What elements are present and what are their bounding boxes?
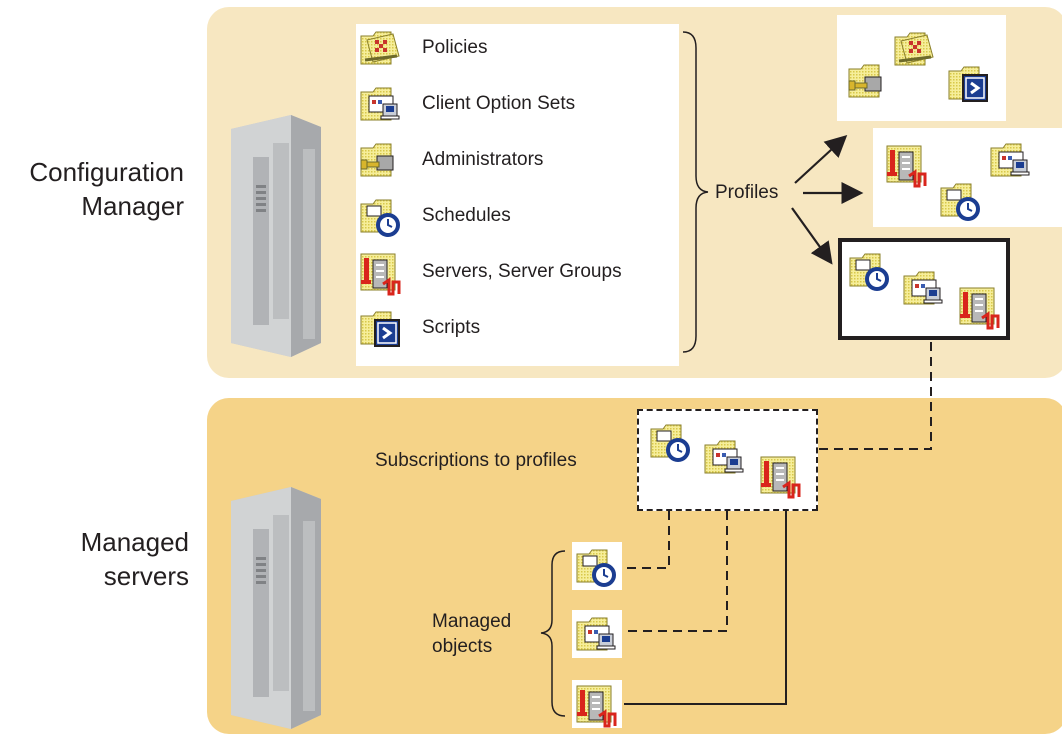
list-item-label: Schedules <box>422 205 511 226</box>
schedules-icon <box>848 248 892 292</box>
scripts-icon <box>947 61 991 105</box>
configuration-manager-label: Configuration Manager <box>29 157 184 221</box>
list-item-label: Policies <box>422 37 488 58</box>
profile-box <box>837 15 1006 121</box>
policies-icon <box>893 27 937 71</box>
subscription-link <box>819 342 932 450</box>
managed-object-link-2 <box>624 511 728 632</box>
list-item-scripts: Scripts <box>359 306 480 350</box>
administrators-icon <box>847 59 891 103</box>
arrow-to-profile-c <box>791 207 833 265</box>
managed-objects-brace <box>540 550 566 717</box>
subscriptions-label: Subscriptions to profiles <box>375 450 577 471</box>
client-option-sets-icon <box>902 266 946 310</box>
list-item-schedules: Schedules <box>359 194 511 238</box>
managed-servers-panel <box>207 398 1062 734</box>
managed-object-client-option-set <box>572 610 622 658</box>
subscriptions-box <box>637 409 818 511</box>
profiles-brace <box>682 31 709 353</box>
arrow-to-profile-a <box>794 135 848 184</box>
list-item-label: Client Option Sets <box>422 93 576 114</box>
list-item-label: Scripts <box>422 317 481 338</box>
profiles-label: Profiles <box>715 182 779 203</box>
managed-object-server <box>572 680 622 728</box>
list-item-label: Servers, Server Groups <box>422 261 622 282</box>
managed-object-link-1 <box>624 511 670 569</box>
schedules-icon <box>939 178 983 222</box>
schedules-icon <box>649 419 693 463</box>
list-item-administrators: Administrators <box>359 138 543 182</box>
list-item-client-option-sets: Client Option Sets <box>359 82 575 126</box>
managed-object-schedule <box>572 542 622 590</box>
profile-box <box>873 128 1062 227</box>
profile-box-subscribed <box>838 238 1010 340</box>
servers-icon <box>575 684 617 728</box>
list-item-servers: Servers, Server Groups <box>359 250 622 296</box>
managed-servers-label: Managed servers <box>80 527 189 591</box>
client-option-sets-icon <box>989 138 1033 182</box>
managed-object-link-3 <box>624 511 787 705</box>
client-option-sets-icon <box>575 612 619 656</box>
object-definition-list <box>356 24 679 366</box>
servers-icon <box>759 455 801 499</box>
servers-icon <box>958 286 1000 330</box>
client-option-sets-icon <box>703 435 747 479</box>
schedules-icon <box>575 544 619 588</box>
list-item-label: Administrators <box>422 149 544 170</box>
servers-icon <box>885 144 927 188</box>
managed-objects-label: Managed objects <box>432 611 512 657</box>
list-item-policies: Policies <box>359 26 487 70</box>
